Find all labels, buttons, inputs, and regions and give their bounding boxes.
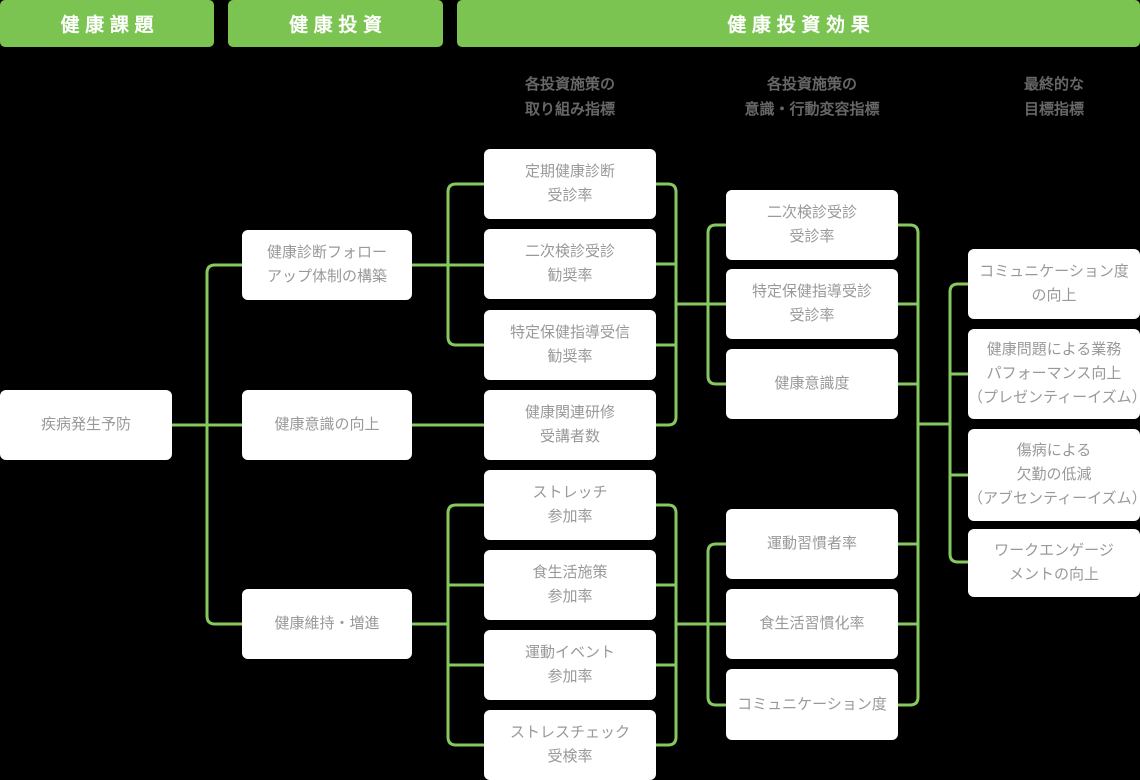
- header-health-investment: 健康投資: [228, 0, 443, 47]
- node-health-awareness-improvement: 健康意識の向上: [242, 390, 412, 460]
- node-stretch-participation-rate: ストレッチ 参加率: [484, 470, 656, 540]
- node-health-training-attendees: 健康関連研修 受講者数: [484, 390, 656, 460]
- header-health-issues: 健康課題: [0, 0, 214, 47]
- node-diet-habit-rate: 食生活習慣化率: [726, 589, 898, 659]
- node-specific-health-guidance-recommendation-rate: 特定保健指導受信 勧奨率: [484, 310, 656, 380]
- column-header-goal-metrics: 最終的な 目標指標: [1023, 76, 1084, 118]
- node-secondary-exam-recommendation-rate: 二次検診受診 勧奨率: [484, 229, 656, 299]
- node-communication-improvement: コミュニケーション度 の向上: [968, 249, 1140, 319]
- node-absenteeism-reduction: 傷病による 欠勤の低減 （アブセンティーイズム）: [968, 429, 1140, 521]
- node-work-engagement-improvement: ワークエンゲージ メントの向上: [968, 529, 1140, 597]
- header-health-investment-effects: 健康投資効果: [457, 0, 1140, 47]
- node-periodic-checkup-rate: 定期健康診断 受診率: [484, 149, 656, 219]
- node-disease-prevention: 疾病発生予防: [0, 390, 172, 460]
- node-presenteeism-improvement: 健康問題による業務 パフォーマンス向上 （プレゼンティーイズム）: [968, 329, 1140, 419]
- node-health-maintenance-promotion: 健康維持・増進: [242, 589, 412, 659]
- node-exercise-habit-rate: 運動習慣者率: [726, 509, 898, 579]
- node-checkup-followup-system: 健康診断フォロー アップ体制の構築: [242, 230, 412, 300]
- node-specific-health-guidance-attendance-rate: 特定保健指導受診 受診率: [726, 269, 898, 339]
- node-diet-program-participation-rate: 食生活施策 参加率: [484, 550, 656, 620]
- column-header-initiative-metrics: 各投資施策の 取り組み指標: [524, 76, 615, 118]
- node-exercise-event-participation-rate: 運動イベント 参加率: [484, 630, 656, 700]
- column-header-behavior-metrics: 各投資施策の 意識・行動変容指標: [744, 76, 880, 118]
- node-stress-check-rate: ストレスチェック 受検率: [484, 710, 656, 780]
- node-communication-level: コミュニケーション度: [726, 669, 898, 740]
- node-secondary-exam-attendance-rate: 二次検診受診 受診率: [726, 190, 898, 260]
- node-health-awareness-level: 健康意識度: [726, 349, 898, 419]
